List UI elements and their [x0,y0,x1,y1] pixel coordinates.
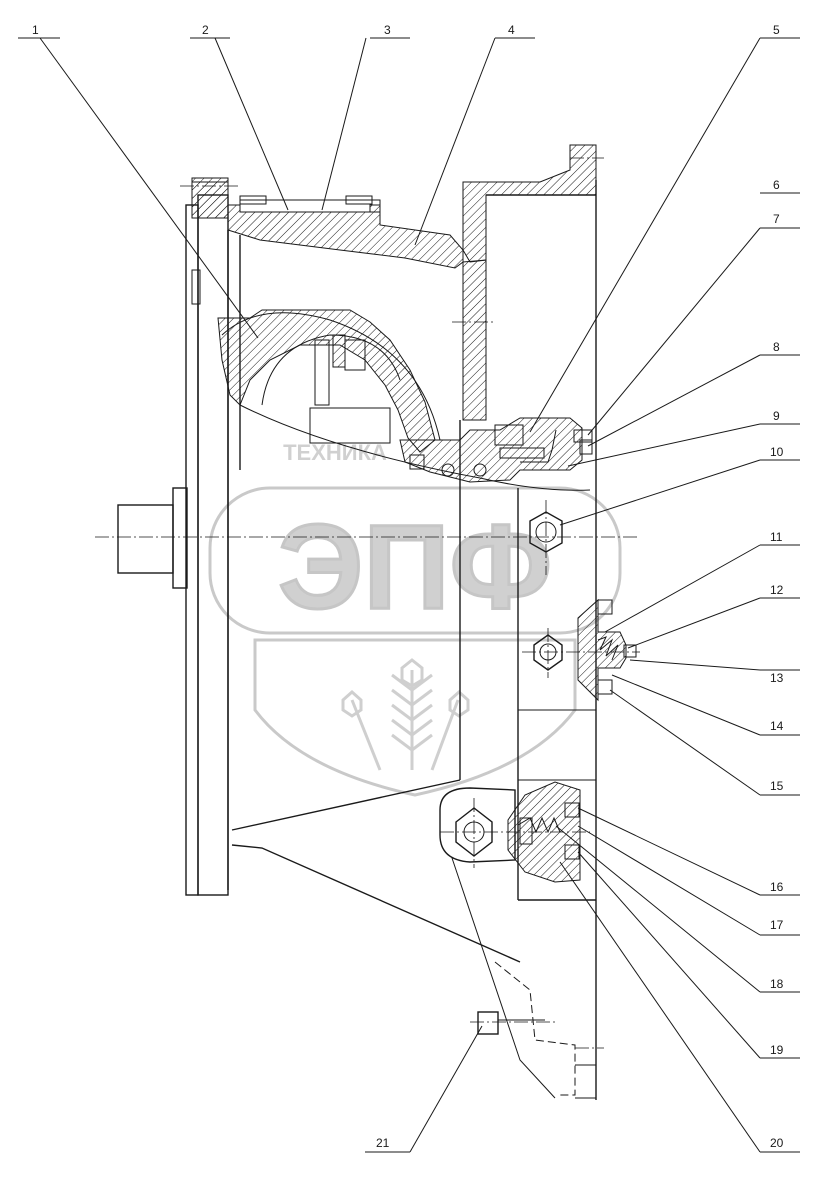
housing [117,144,637,1100]
callout-9: 9 [773,409,780,423]
callout-14: 14 [770,719,784,733]
watermark-small-text: ТЕХНИКА [283,440,387,465]
callout-5: 5 [773,23,780,37]
callout-6: 6 [773,178,780,192]
callout-15: 15 [770,779,784,793]
callout-20: 20 [770,1136,784,1150]
callout-12: 12 [770,583,784,597]
callout-1: 1 [32,23,39,37]
callout-19: 19 [770,1043,784,1057]
callout-10: 10 [770,445,784,459]
callout-17: 17 [770,918,784,932]
leader-lines [18,37,800,1153]
callout-7: 7 [773,212,780,226]
callout-18: 18 [770,977,784,991]
callout-4: 4 [508,23,515,37]
callout-2: 2 [202,23,209,37]
callout-21: 21 [376,1136,390,1150]
center-lines [95,157,640,1049]
callout-13: 13 [770,671,784,685]
callout-labels: 1 2 3 4 5 6 7 8 9 10 11 12 13 14 15 16 1… [32,23,784,1150]
watermark-big-text: ЭПФ [278,500,552,634]
watermark: ЭПФ ТЕХНИКА [208,440,622,797]
callout-3: 3 [384,23,391,37]
callout-16: 16 [770,880,784,894]
callout-11: 11 [770,530,783,544]
wheat-emblem-icon [341,658,470,771]
callout-8: 8 [773,340,780,354]
